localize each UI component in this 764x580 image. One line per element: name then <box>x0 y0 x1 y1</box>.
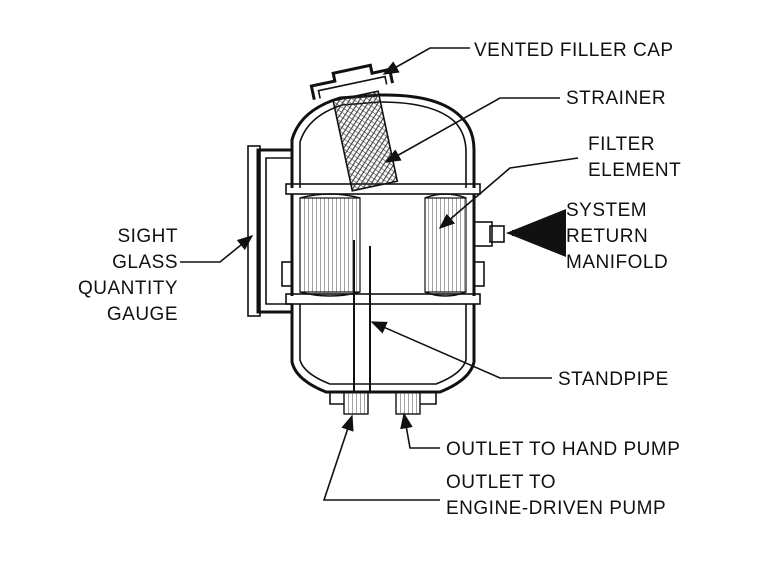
outlet-fittings <box>329 391 437 415</box>
label-filter-element-2: ELEMENT <box>588 160 681 181</box>
label-vented-filler-cap: VENTED FILLER CAP <box>474 40 674 61</box>
label-filter-element-1: FILTER <box>588 134 655 155</box>
sight-glass-gauge <box>247 145 292 317</box>
label-sight-glass-3: QUANTITY <box>78 278 178 299</box>
leader-lines <box>180 47 579 501</box>
label-sight-glass-4: GAUGE <box>107 304 178 325</box>
return-manifold-fitting <box>473 221 505 247</box>
label-system-return-1: SYSTEM <box>566 200 647 221</box>
label-outlet-engine-1: OUTLET TO <box>446 472 556 493</box>
label-sight-glass-1: SIGHT <box>117 226 178 247</box>
label-outlet-engine-2: ENGINE-DRIVEN PUMP <box>446 498 666 519</box>
label-system-return-2: RETURN <box>566 226 648 247</box>
label-sight-glass-2: GLASS <box>112 252 178 273</box>
label-standpipe: STANDPIPE <box>558 369 669 390</box>
strainer <box>332 90 399 192</box>
label-system-return-3: MANIFOLD <box>566 252 668 273</box>
standpipe <box>353 240 371 392</box>
label-outlet-hand-pump: OUTLET TO HAND PUMP <box>446 439 680 460</box>
label-strainer: STRAINER <box>566 88 666 109</box>
filter-element <box>281 193 485 297</box>
